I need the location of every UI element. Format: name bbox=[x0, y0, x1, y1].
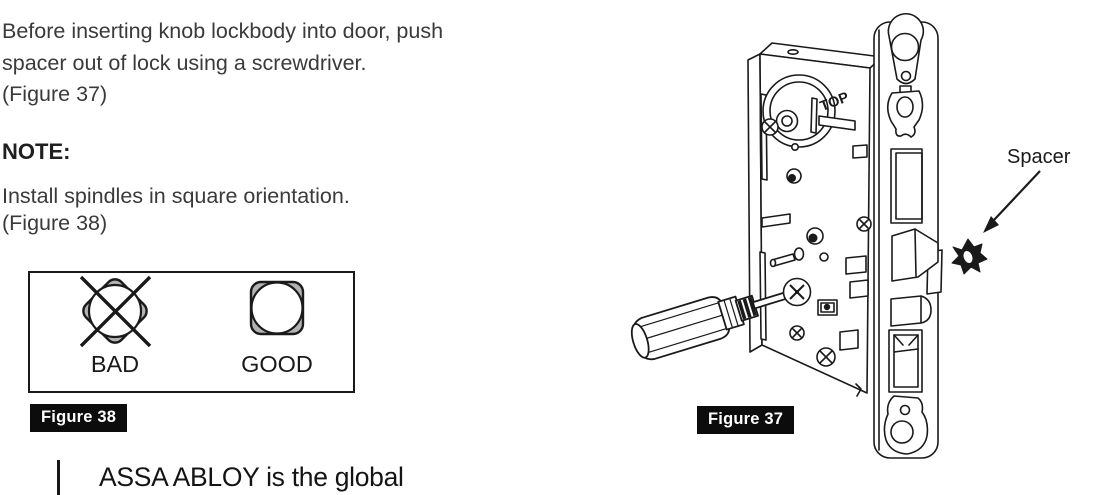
instruction-paragraph: Before inserting knob lockbody into door… bbox=[2, 16, 443, 111]
good-label: GOOD bbox=[241, 351, 313, 377]
note-heading: NOTE: bbox=[2, 139, 71, 164]
spacer-arrowhead bbox=[983, 216, 999, 233]
figure38-caption: Figure 38 bbox=[30, 404, 128, 432]
case-screw-4 bbox=[856, 216, 872, 232]
spacer-arrow-line bbox=[993, 170, 1041, 221]
bad-spindle-icon bbox=[79, 275, 152, 348]
instruction-line-3: (Figure 37) bbox=[2, 82, 108, 106]
spindle-hub bbox=[782, 277, 812, 307]
note-paragraph: Install spindles in square orientation. … bbox=[2, 183, 350, 236]
note-line-2: (Figure 38) bbox=[2, 210, 108, 235]
figure37-illustration: TOP bbox=[630, 12, 1071, 459]
bad-label: BAD bbox=[91, 351, 139, 377]
note-line-1: Install spindles in square orientation. bbox=[2, 184, 350, 208]
lock-case bbox=[747, 42, 883, 397]
footer-tagline: ASSA ABLOY is the global bbox=[99, 462, 404, 492]
instruction-line-2: spacer out of lock using a screwdriver. bbox=[2, 50, 367, 75]
figure37-caption: Figure 37 bbox=[697, 406, 795, 434]
instruction-line-1: Before inserting knob lockbody into door… bbox=[2, 19, 444, 43]
case-screw-1 bbox=[761, 118, 779, 136]
lock-faceplate bbox=[873, 12, 943, 459]
case-screw-3 bbox=[816, 347, 836, 367]
figure38-box: BAD GOOD bbox=[28, 271, 355, 393]
footer-divider bbox=[57, 460, 60, 495]
spacer-callout: Spacer bbox=[951, 146, 1071, 275]
cross-out-line-2 bbox=[79, 275, 152, 348]
case-screw-2 bbox=[789, 325, 805, 341]
spacer-label: Spacer bbox=[1007, 146, 1071, 168]
good-spindle-icon bbox=[249, 280, 305, 336]
aux-latch bbox=[890, 295, 932, 327]
